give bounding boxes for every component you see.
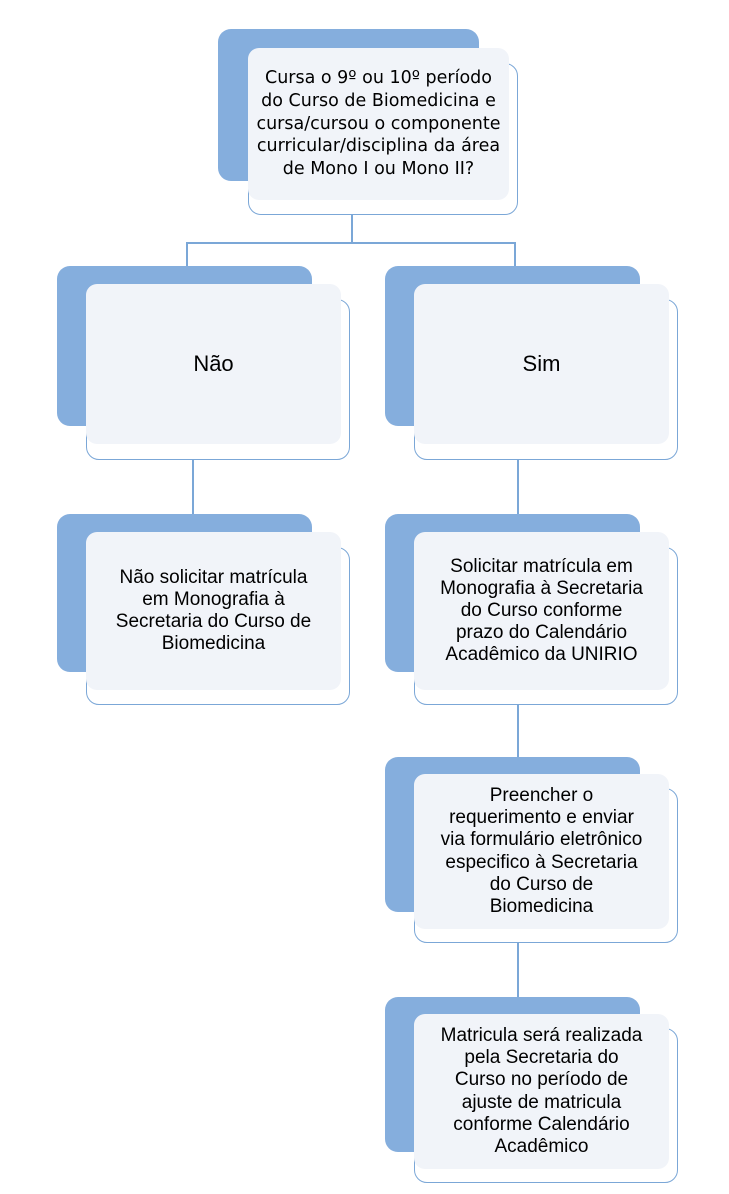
connector-split-to-nao [186,242,188,269]
node-outcome-sim[interactable]: Solicitar matrícula em Monografia à Secr… [385,514,678,705]
connector-question-down [351,199,353,243]
node-body: Sim [414,284,669,444]
node-outcome-nao[interactable]: Não solicitar matrícula em Monografia à … [57,514,350,705]
node-branch-nao[interactable]: Não [57,266,350,460]
node-body: Solicitar matrícula em Monografia à Secr… [414,532,669,690]
node-body: Preencher o requerimento e enviar via fo… [414,774,669,929]
connector-split-horizontal [186,242,516,244]
node-label: Não [193,351,234,377]
connector-nao-to-outcome [192,440,194,516]
node-step-final[interactable]: Matricula será realizada pela Secretaria… [385,997,678,1183]
connector-outcome-to-form [517,690,519,762]
node-label: Não solicitar matrícula em Monografia à … [115,566,312,655]
node-label: Sim [522,351,561,377]
node-branch-sim[interactable]: Sim [385,266,678,460]
node-label: Cursa o 9º ou 10º período do Curso de Bi… [256,68,501,180]
node-label: Solicitar matrícula em Monografia à Secr… [440,555,643,666]
connector-form-to-final [517,930,519,1002]
node-body: Cursa o 9º ou 10º período do Curso de Bi… [248,48,509,200]
connector-split-to-sim [514,242,516,269]
node-label: Preencher o requerimento e enviar via fo… [440,785,643,917]
node-body: Não [86,284,341,444]
node-label: Matricula será realizada pela Secretaria… [440,1025,643,1157]
node-body: Matricula será realizada pela Secretaria… [414,1014,669,1169]
connector-sim-to-outcome [517,440,519,516]
node-question[interactable]: Cursa o 9º ou 10º período do Curso de Bi… [218,29,518,215]
node-step-form[interactable]: Preencher o requerimento e enviar via fo… [385,757,678,943]
node-body: Não solicitar matrícula em Monografia à … [86,532,341,690]
